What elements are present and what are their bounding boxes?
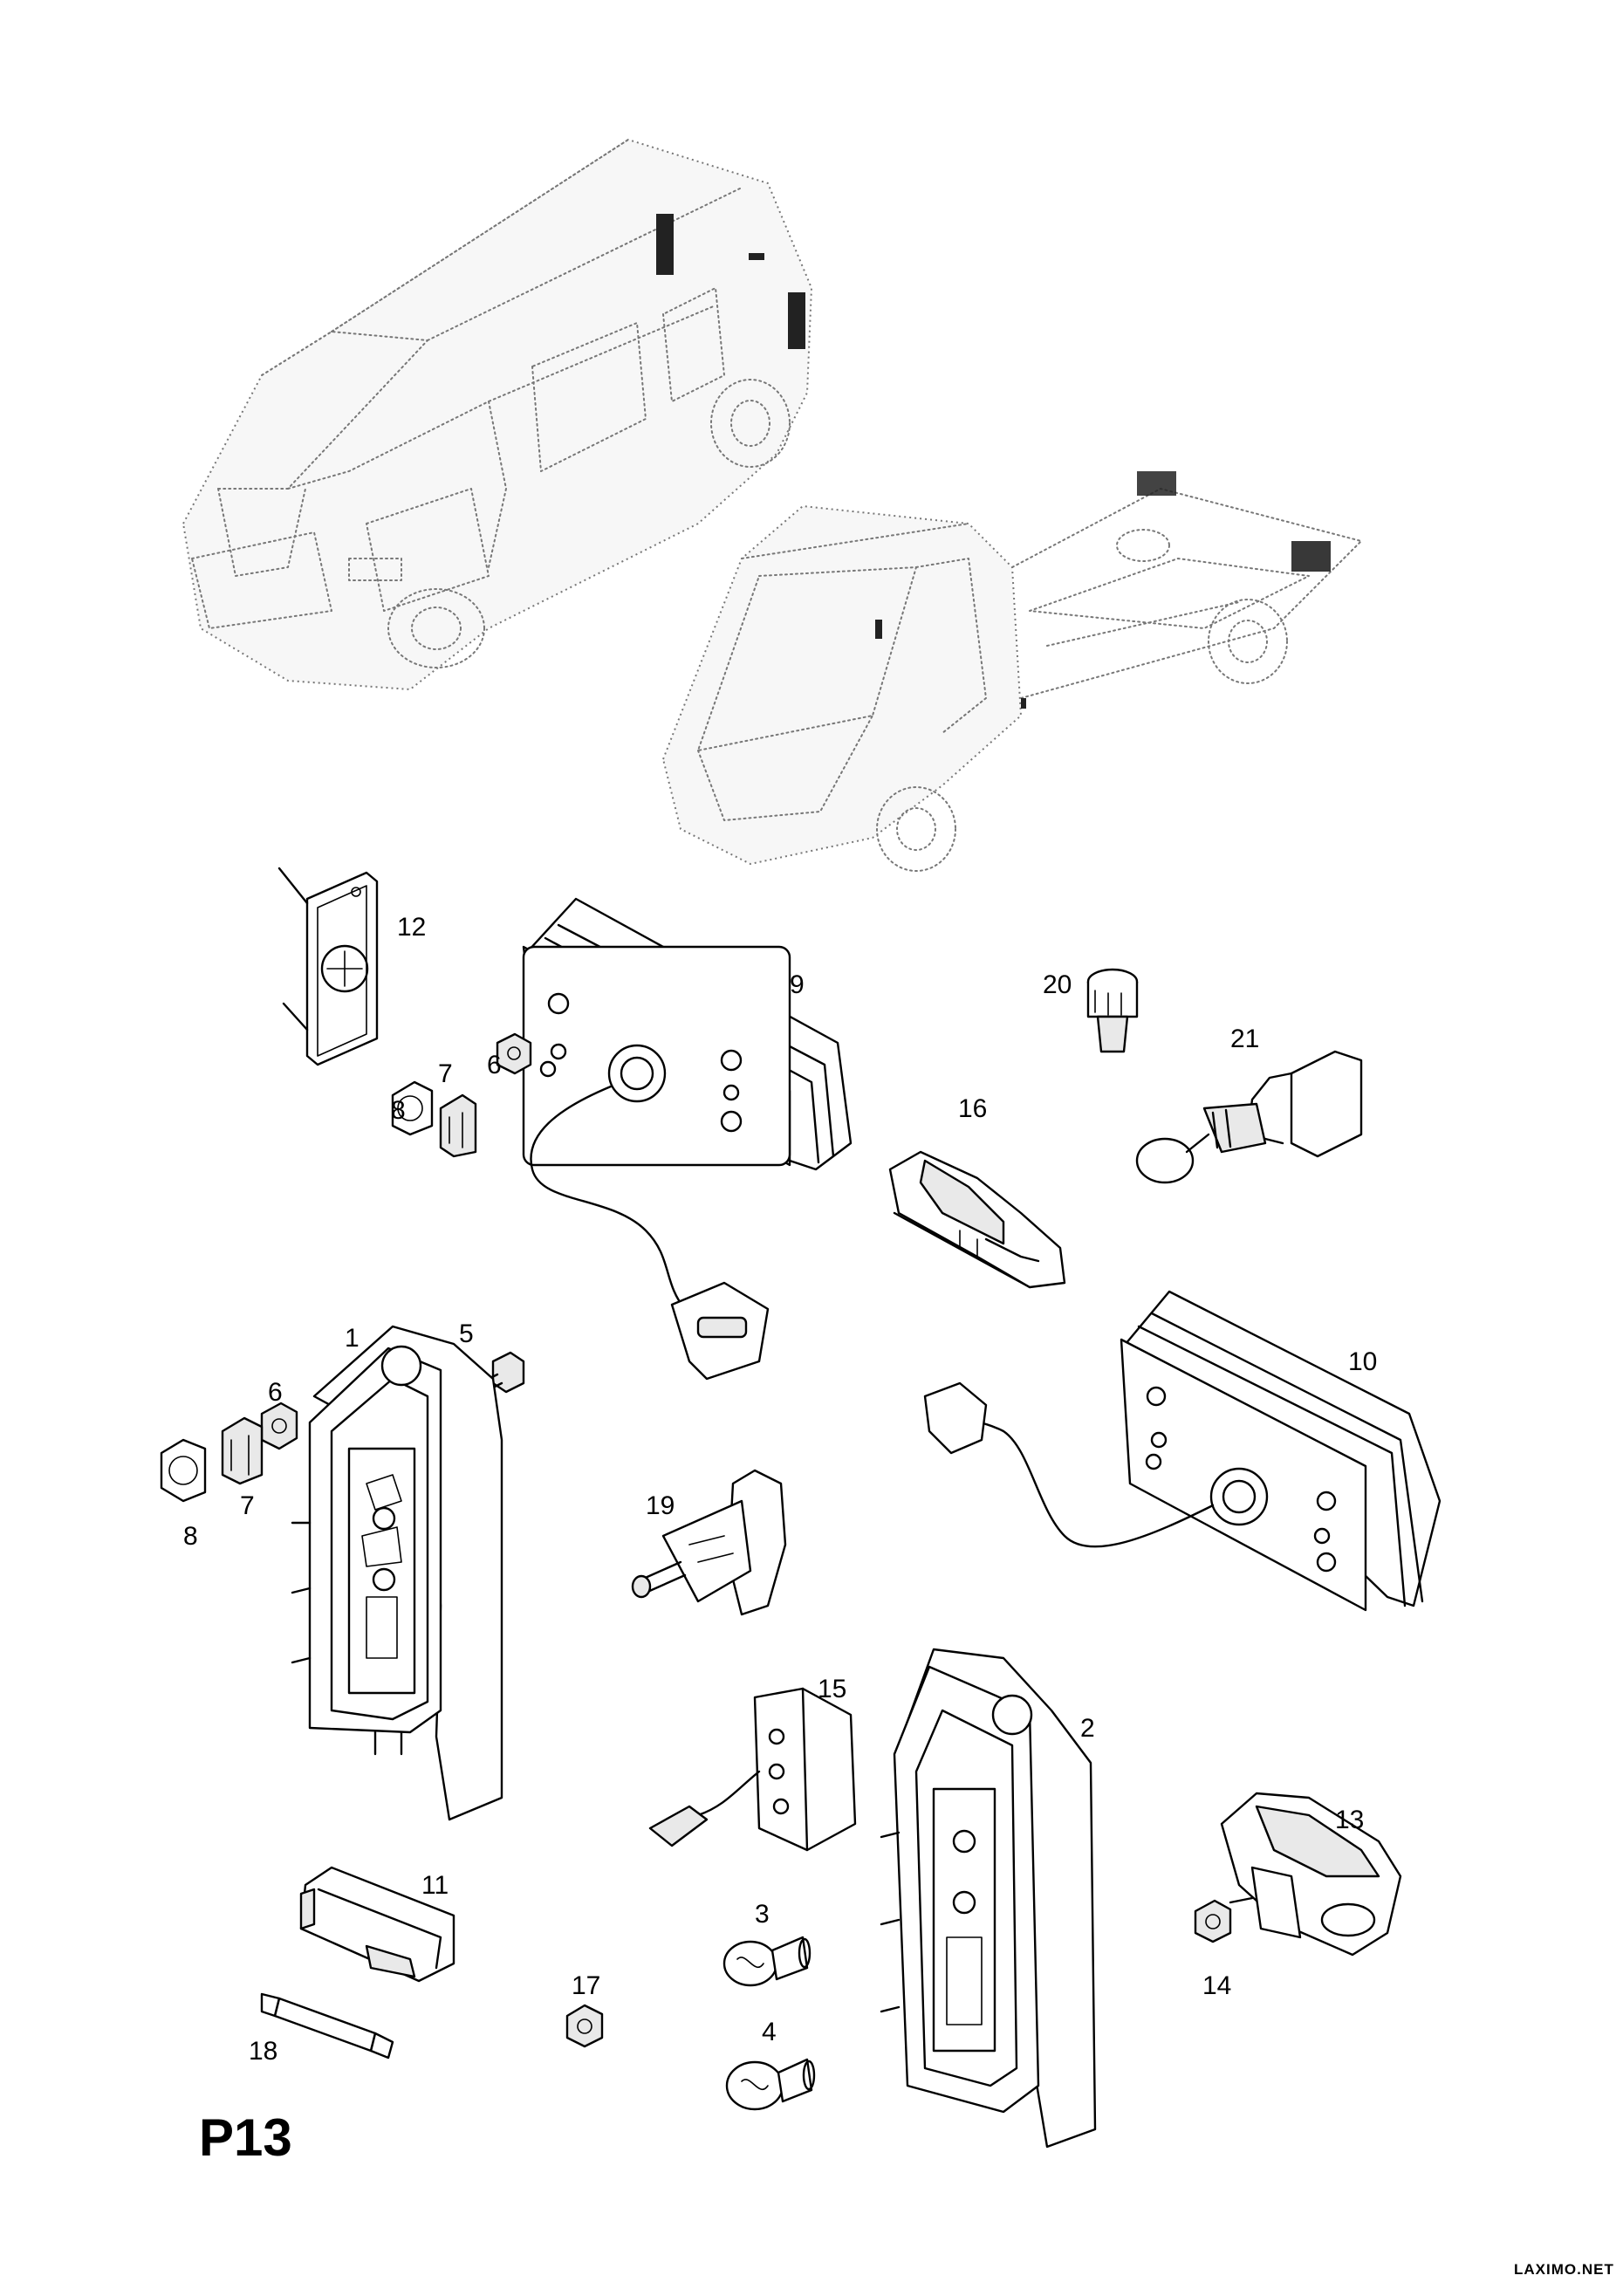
part-14-nut[interactable]: [1194, 1899, 1232, 1943]
part-9-rear-lamp-cluster[interactable]: [522, 897, 853, 1381]
callout-6-upper: 6: [487, 1051, 502, 1079]
watermark-text: LAXIMO.NET: [1514, 2261, 1614, 2278]
callout-19: 19: [646, 1491, 675, 1520]
callout-1: 1: [345, 1324, 360, 1353]
callout-5: 5: [459, 1319, 474, 1348]
part-19-bulb-holder[interactable]: [631, 1469, 787, 1616]
callout-10: 10: [1348, 1347, 1377, 1376]
callout-4: 4: [762, 2018, 777, 2046]
part-21-brake-light-switch[interactable]: [1135, 1050, 1363, 1184]
part-1-rear-lamp-housing[interactable]: [291, 1325, 503, 1821]
part-17-nut[interactable]: [565, 2004, 604, 2048]
callout-12: 12: [397, 913, 426, 942]
callout-2: 2: [1080, 1714, 1095, 1743]
callout-21: 21: [1230, 1025, 1259, 1053]
callout-18: 18: [249, 2037, 277, 2066]
part-8-grommet-lower[interactable]: [160, 1438, 207, 1503]
callout-17: 17: [572, 1971, 600, 2000]
part-20-switch[interactable]: [1086, 968, 1139, 1053]
part-7-clip-lower[interactable]: [221, 1416, 264, 1485]
callout-16: 16: [958, 1094, 987, 1123]
callout-11: 11: [421, 1871, 449, 1900]
part-18-festoon-bulb[interactable]: [260, 1992, 394, 2060]
part-11-plate-lamp-lens[interactable]: [299, 1866, 455, 1983]
part-2-rear-lamp-housing[interactable]: [880, 1648, 1097, 2149]
part-16-licence-plate-lamp[interactable]: [888, 1150, 1066, 1289]
callout-8-upper: 8: [391, 1096, 406, 1125]
callout-labels: 1 2 3 4 5 6 6 7 7 8 8 9 10 11 12 13 14 1…: [183, 913, 1377, 2066]
callout-3: 3: [755, 1900, 770, 1929]
part-3-bulb[interactable]: [722, 1936, 812, 1987]
callout-15: 15: [818, 1675, 846, 1703]
callout-20: 20: [1043, 970, 1072, 999]
callout-13: 13: [1335, 1806, 1364, 1834]
callout-8-lower: 8: [183, 1522, 198, 1551]
callout-9: 9: [790, 970, 805, 999]
part-7-clip-upper[interactable]: [439, 1093, 477, 1158]
part-4-bulb[interactable]: [725, 2058, 816, 2111]
part-10-rear-lamp-cluster[interactable]: [923, 1290, 1442, 1612]
part-15-lamp-holder[interactable]: [648, 1687, 857, 1852]
part-8-grommet-upper[interactable]: [391, 1080, 434, 1136]
callout-7-upper: 7: [438, 1059, 453, 1088]
part-6-nut-upper[interactable]: [496, 1032, 532, 1075]
part-6-nut-lower[interactable]: [260, 1402, 298, 1450]
part-12-marker-lamp[interactable]: [277, 867, 379, 1066]
callout-14: 14: [1202, 1971, 1231, 2000]
part-13-side-marker-lamp[interactable]: [1220, 1792, 1402, 1957]
chassis-cab-illustration: [662, 471, 1362, 872]
van-illustration: [182, 139, 812, 690]
callout-7-lower: 7: [240, 1491, 255, 1520]
callout-6-lower: 6: [268, 1378, 283, 1407]
sheet-identifier: P13: [199, 2108, 292, 2167]
